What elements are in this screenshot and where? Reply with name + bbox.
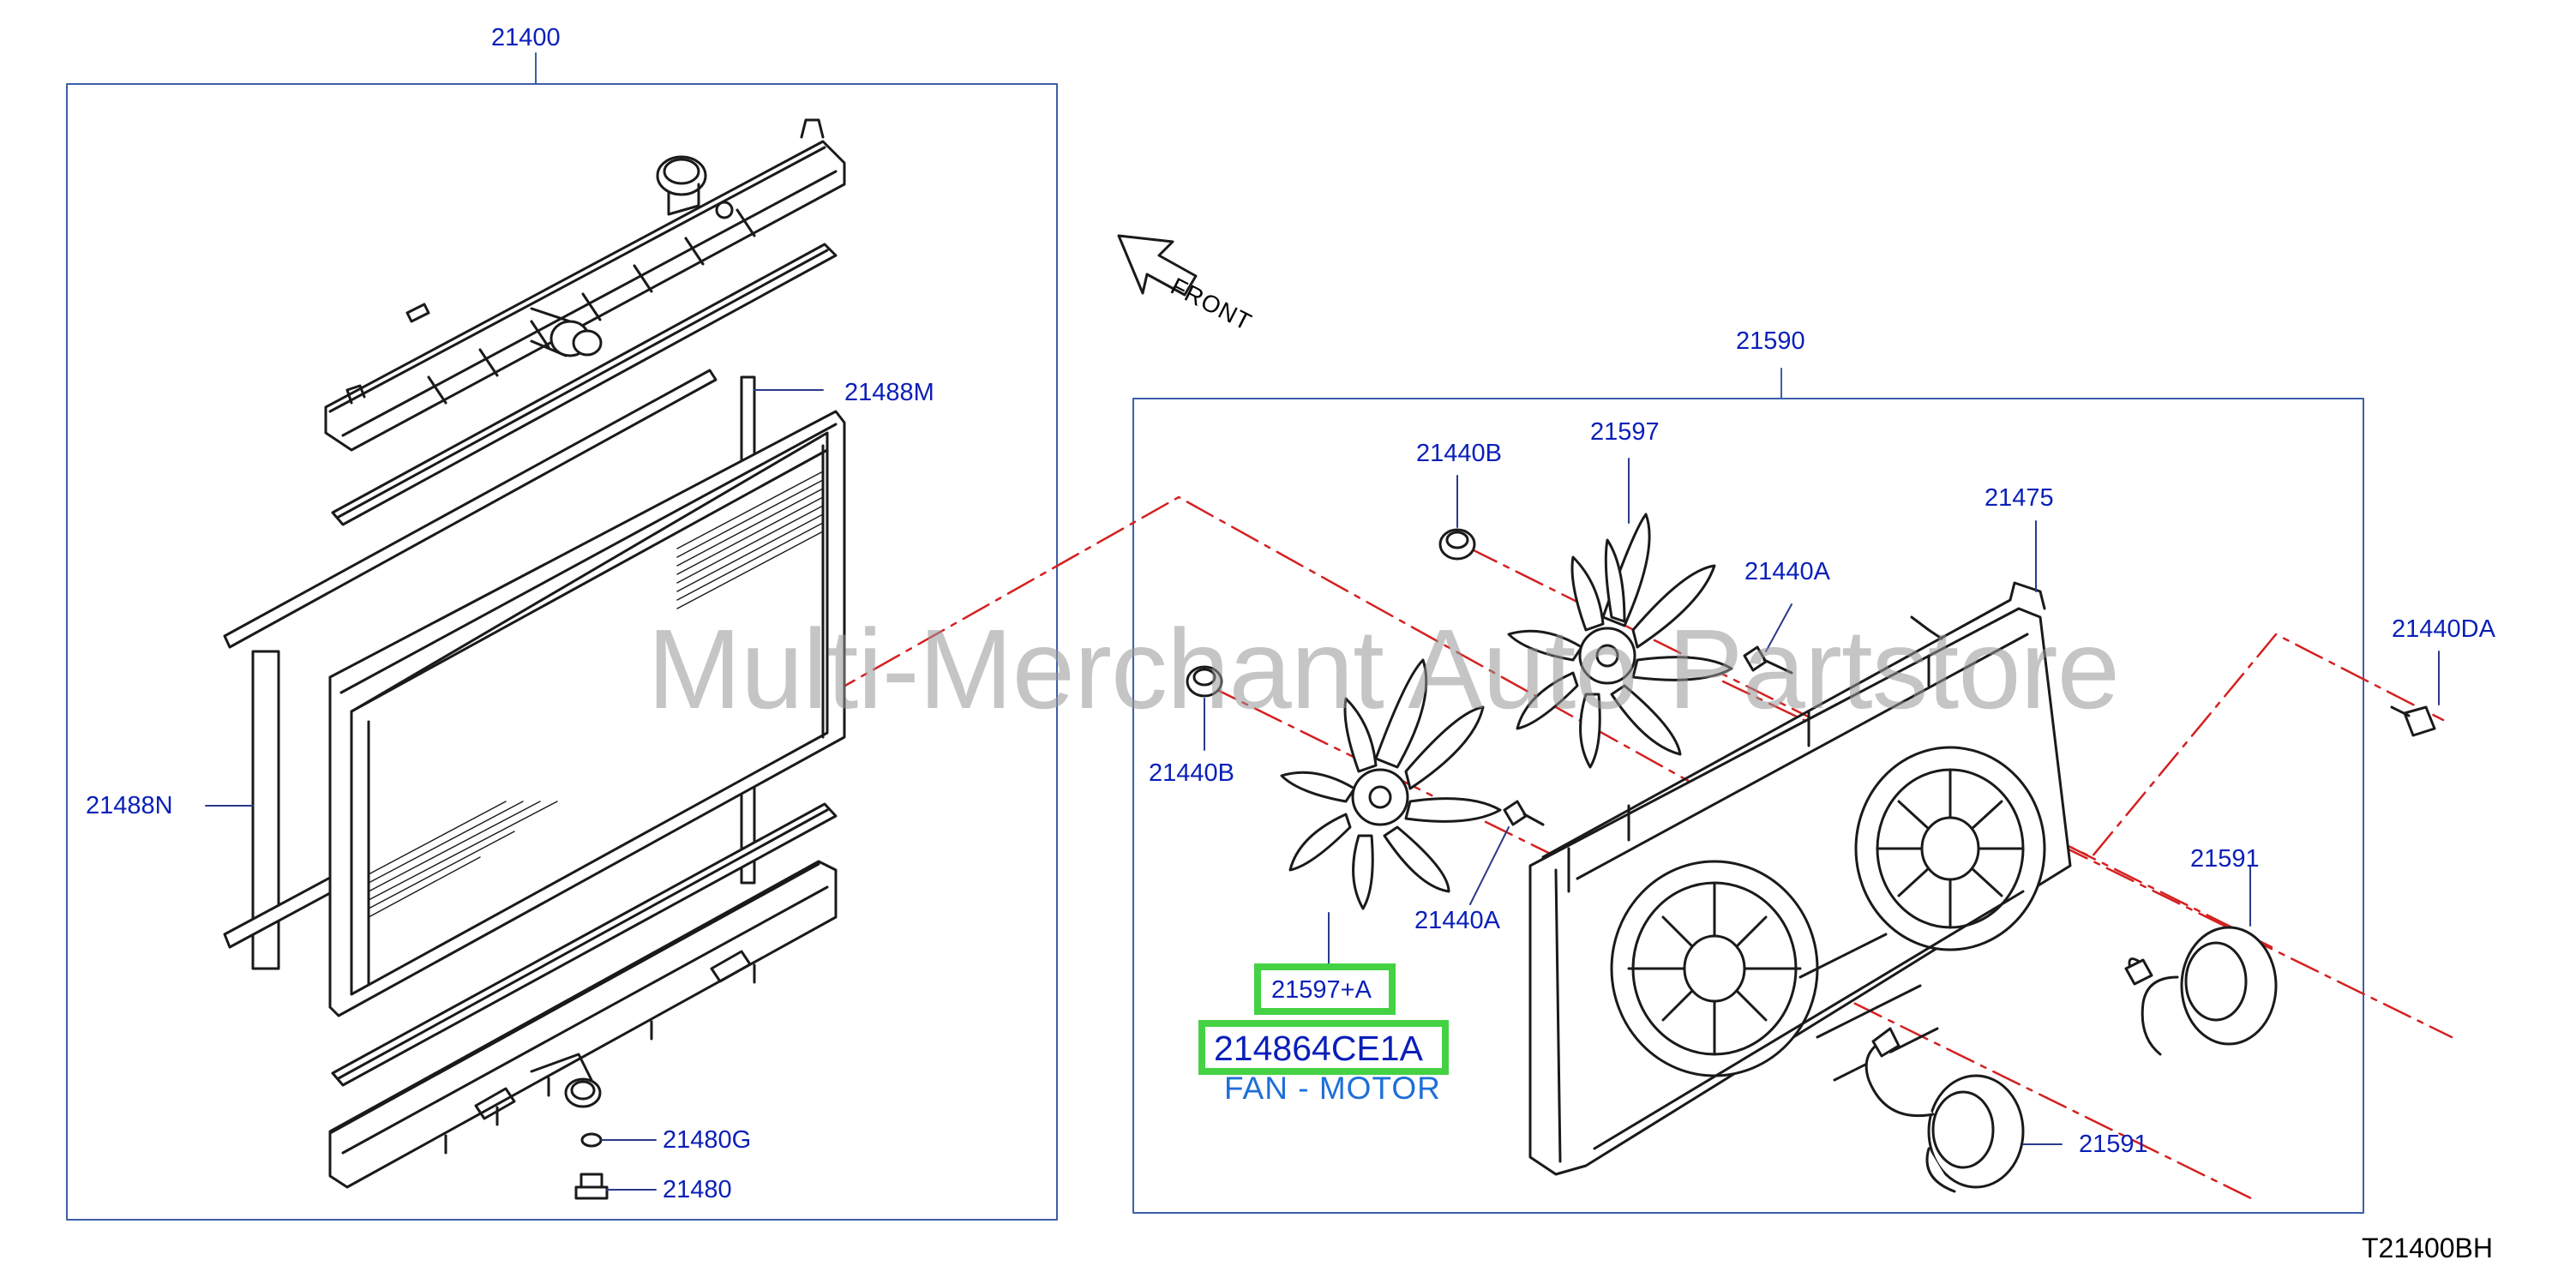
bolt-da-drawing xyxy=(2390,705,2436,737)
seal-m-drawing xyxy=(223,369,718,649)
highlight-part-box[interactable] xyxy=(1198,1020,1449,1075)
drain-gasket-drawing xyxy=(580,1132,603,1148)
seal-n-drawing xyxy=(251,650,280,970)
callout-bolt-a-bottom[interactable]: 21440A xyxy=(1414,907,1500,934)
radiator-core-drawing xyxy=(328,410,846,1017)
bolt-a-bottom-drawing xyxy=(1503,800,1545,826)
highlight-description: FAN - MOTOR xyxy=(1224,1071,1441,1106)
callout-shroud-assy[interactable]: 21590 xyxy=(1736,327,1805,355)
callout-seal-n[interactable]: 21488N xyxy=(86,792,173,819)
callout-drain-gasket[interactable]: 21480G xyxy=(663,1126,752,1154)
front-arrow-drawing xyxy=(1117,234,1198,297)
nut-b-left-drawing xyxy=(1186,665,1223,698)
callout-seal-m[interactable]: 21488M xyxy=(844,379,934,406)
callout-nut-b-top[interactable]: 21440B xyxy=(1416,440,1502,467)
upper-tank-drawing xyxy=(324,118,846,452)
highlight-ref[interactable]: 21597+A xyxy=(1271,976,1372,1004)
upper-fan-drawing xyxy=(1507,513,1733,769)
shroud-drawing xyxy=(1528,581,2072,1176)
nut-b-top-drawing xyxy=(1438,528,1476,561)
motor-right-drawing xyxy=(2124,926,2278,1056)
highlight-ref-box[interactable] xyxy=(1254,963,1396,1015)
lower-fan-drawing xyxy=(1280,658,1502,910)
watermark: Multi-Merchant Auto Partstore xyxy=(647,606,2120,732)
callout-motor-right[interactable]: 21591 xyxy=(2190,845,2260,873)
diagram-code: T21400BH xyxy=(2362,1233,2493,1263)
radiator-group-frame xyxy=(66,83,1058,1221)
callout-bolt-da[interactable]: 21440DA xyxy=(2392,615,2495,643)
callout-shroud[interactable]: 21475 xyxy=(1985,484,2054,512)
callout-fan-upper[interactable]: 21597 xyxy=(1590,418,1660,446)
motor-bottom-drawing xyxy=(1864,1027,2025,1193)
callout-nut-b-left[interactable]: 21440B xyxy=(1149,759,1234,787)
callout-motor-bottom[interactable]: 21591 xyxy=(2079,1131,2148,1158)
drain-plug-drawing xyxy=(574,1173,609,1200)
callout-bolt-a-top[interactable]: 21440A xyxy=(1744,558,1830,585)
highlight-part-number[interactable]: 214864CE1A xyxy=(1214,1029,1423,1068)
fan-group-frame xyxy=(1132,398,2364,1214)
callout-drain-plug[interactable]: 21480 xyxy=(663,1176,732,1203)
callout-radiator-assy[interactable]: 21400 xyxy=(491,24,561,51)
lower-tank-drawing xyxy=(328,860,838,1189)
bolt-a-top-drawing xyxy=(1743,645,1793,675)
